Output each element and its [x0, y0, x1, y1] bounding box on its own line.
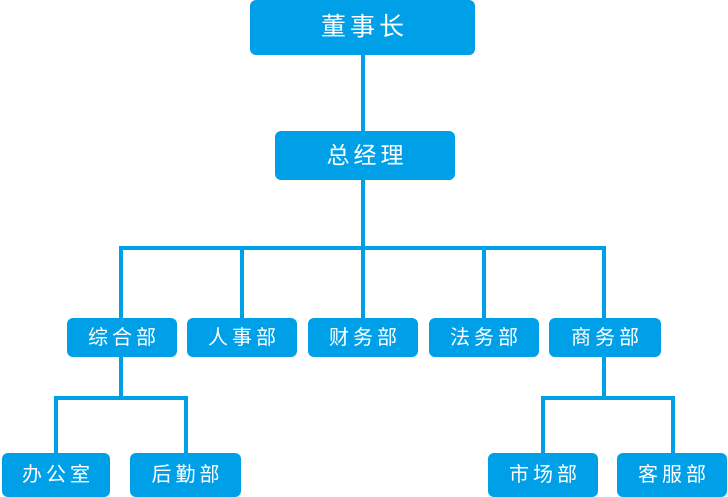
node-logistics[interactable]: 后勤部 [130, 453, 241, 497]
node-business[interactable]: 商务部 [549, 318, 661, 357]
connector-business-stem [602, 357, 606, 398]
node-general-manager[interactable]: 总经理 [275, 131, 455, 180]
node-hr[interactable]: 人事部 [187, 318, 297, 357]
node-chairman[interactable]: 董事长 [250, 0, 475, 55]
connector-drop-logistics [184, 396, 188, 453]
node-finance[interactable]: 财务部 [308, 318, 418, 357]
connector-drop-business [602, 246, 606, 318]
connector-business-bus [541, 396, 675, 400]
node-marketing[interactable]: 市场部 [488, 453, 598, 497]
connector-drop-marketing [541, 396, 545, 453]
node-legal[interactable]: 法务部 [429, 318, 539, 357]
connector-chairman-to-gm [361, 55, 365, 131]
node-office[interactable]: 办公室 [2, 453, 110, 497]
node-customer-service[interactable]: 客服部 [617, 453, 727, 497]
connector-gm-stem [361, 180, 365, 250]
connector-drop-office [54, 396, 58, 453]
connector-drop-customer-service [671, 396, 675, 453]
connector-drop-legal [482, 246, 486, 318]
connector-drop-hr [240, 246, 244, 318]
connector-drop-finance [361, 246, 365, 318]
connector-general-affairs-stem [119, 357, 123, 398]
node-general-affairs[interactable]: 综合部 [67, 318, 177, 357]
connector-general-affairs-bus [54, 396, 188, 400]
connector-drop-general-affairs [119, 246, 123, 318]
